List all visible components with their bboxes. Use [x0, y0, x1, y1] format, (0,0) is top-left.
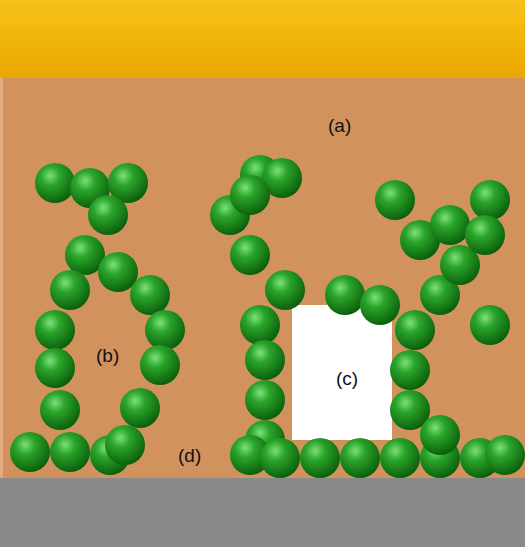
particle	[430, 205, 470, 245]
region-label: (d)	[178, 446, 201, 465]
particle	[265, 270, 305, 310]
particle	[230, 235, 270, 275]
particle	[130, 275, 170, 315]
particle	[88, 195, 128, 235]
particle	[340, 438, 380, 478]
particle	[360, 285, 400, 325]
edge-line	[0, 78, 3, 478]
particle	[105, 425, 145, 465]
particle	[245, 340, 285, 380]
void	[292, 305, 392, 440]
particle	[140, 345, 180, 385]
substrate	[0, 478, 525, 547]
particle	[50, 432, 90, 472]
particle	[50, 270, 90, 310]
particle	[420, 415, 460, 455]
particle	[395, 310, 435, 350]
particle	[465, 215, 505, 255]
particle	[380, 438, 420, 478]
particle	[10, 432, 50, 472]
particle	[485, 435, 525, 475]
particle	[98, 252, 138, 292]
particle	[375, 180, 415, 220]
particle	[245, 380, 285, 420]
particle	[325, 275, 365, 315]
particle	[35, 163, 75, 203]
top-electrode	[0, 0, 525, 78]
particle	[230, 175, 270, 215]
region-label: (c)	[336, 369, 358, 388]
particle	[240, 305, 280, 345]
particle	[120, 388, 160, 428]
particle	[35, 348, 75, 388]
region-label: (b)	[96, 346, 119, 365]
particle	[145, 310, 185, 350]
particle	[470, 305, 510, 345]
particle	[35, 310, 75, 350]
particle	[300, 438, 340, 478]
particle	[260, 438, 300, 478]
particle	[470, 180, 510, 220]
particle	[40, 390, 80, 430]
particles	[10, 155, 525, 478]
particle	[390, 350, 430, 390]
region-label: (a)	[328, 116, 351, 135]
